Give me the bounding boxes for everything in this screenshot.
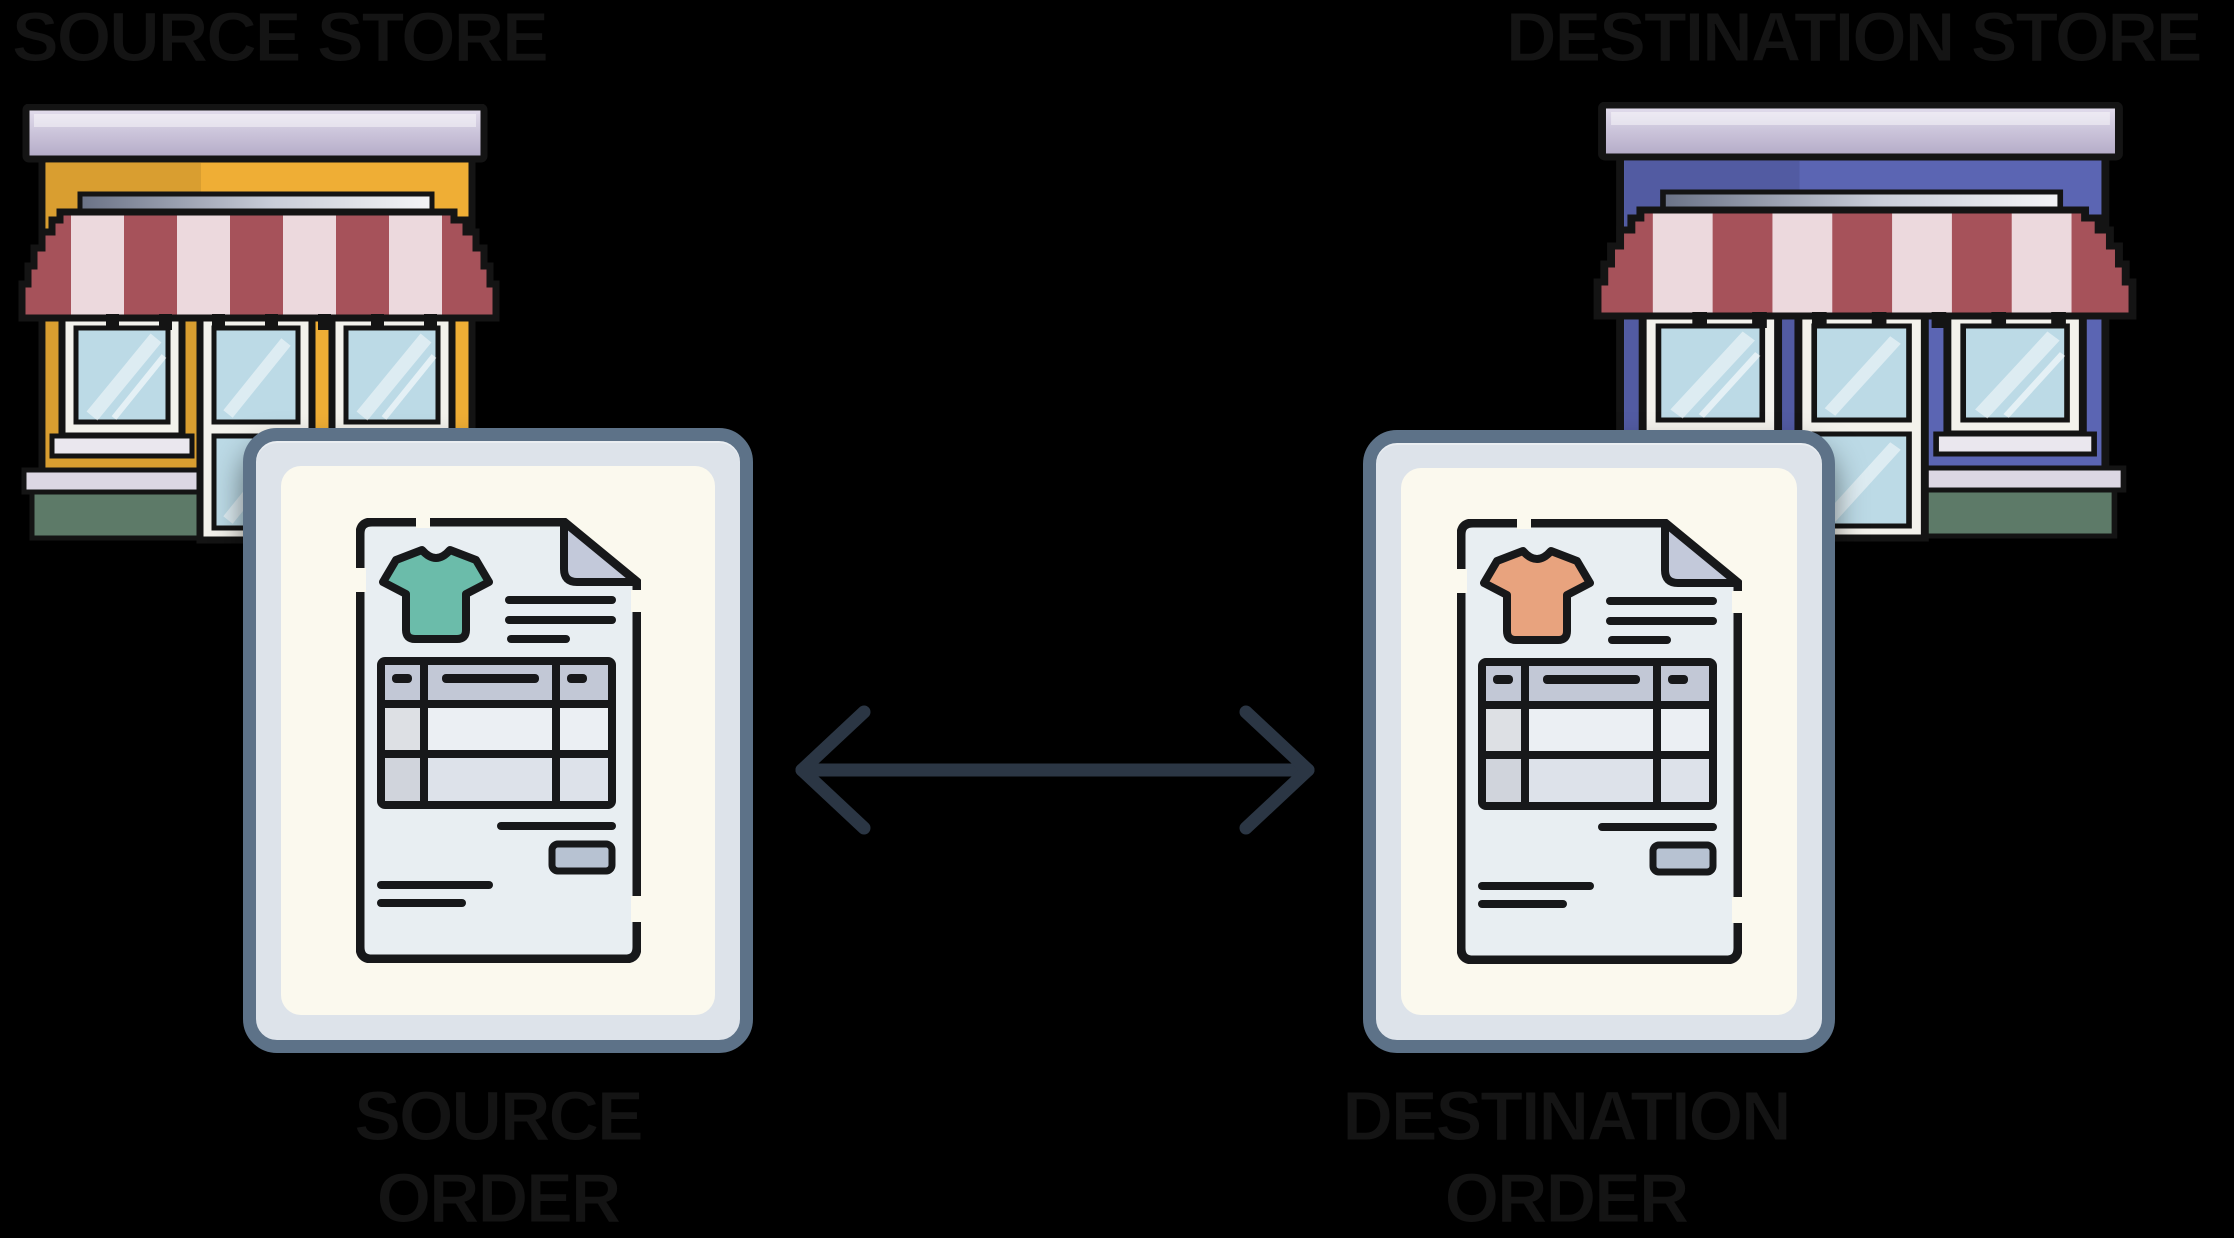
source-order-card-inner: [281, 466, 715, 1015]
document-fold-corner: [1660, 519, 1742, 587]
source-order-label-line2: ORDER: [376, 1158, 622, 1237]
total-badge: [548, 840, 615, 875]
bidirectional-arrow-icon: [795, 705, 1315, 835]
awning-notches: [106, 314, 437, 330]
awning-notches: [1692, 312, 2066, 328]
destination-order-document-icon: [1456, 519, 1742, 964]
source-order-document-icon: [355, 518, 641, 963]
destination-storefront-icon: [1593, 102, 2137, 542]
store-window-left: [49, 310, 195, 459]
source-order-card: [243, 428, 753, 1053]
store-window-right: [1933, 308, 2097, 457]
destination-order-label-line2: ORDER: [1444, 1158, 1690, 1237]
source-store-title: SOURCE STORE: [12, 0, 550, 76]
destination-order-label: DESTINATION ORDER: [1330, 1076, 1802, 1238]
document-footer-lines: [1477, 882, 1594, 908]
line-items-table: [1477, 658, 1717, 810]
line-items-table: [376, 657, 616, 809]
store-awning: [1593, 206, 2137, 320]
store-sign: [22, 104, 488, 163]
tshirt-icon: [1479, 547, 1594, 644]
document-text-lines: [1605, 597, 1717, 644]
destination-store-title: DESTINATION STORE: [1506, 0, 2204, 76]
document-text-lines: [504, 596, 616, 643]
destination-order-card-inner: [1401, 468, 1797, 1015]
tshirt-icon: [378, 546, 493, 643]
document-fold-corner: [559, 518, 641, 586]
border-gaps: [1456, 519, 1742, 923]
total-badge: [1649, 841, 1716, 876]
store-sign: [1598, 102, 2123, 161]
document-footer-lines: [376, 881, 493, 907]
border-gaps: [355, 518, 641, 922]
source-order-label: SOURCE ORDER: [243, 1076, 753, 1238]
source-order-label-line1: SOURCE: [354, 1077, 644, 1156]
destination-order-card: [1363, 430, 1835, 1053]
destination-order-label-line1: DESTINATION: [1342, 1077, 1792, 1156]
store-awning: [18, 208, 500, 322]
